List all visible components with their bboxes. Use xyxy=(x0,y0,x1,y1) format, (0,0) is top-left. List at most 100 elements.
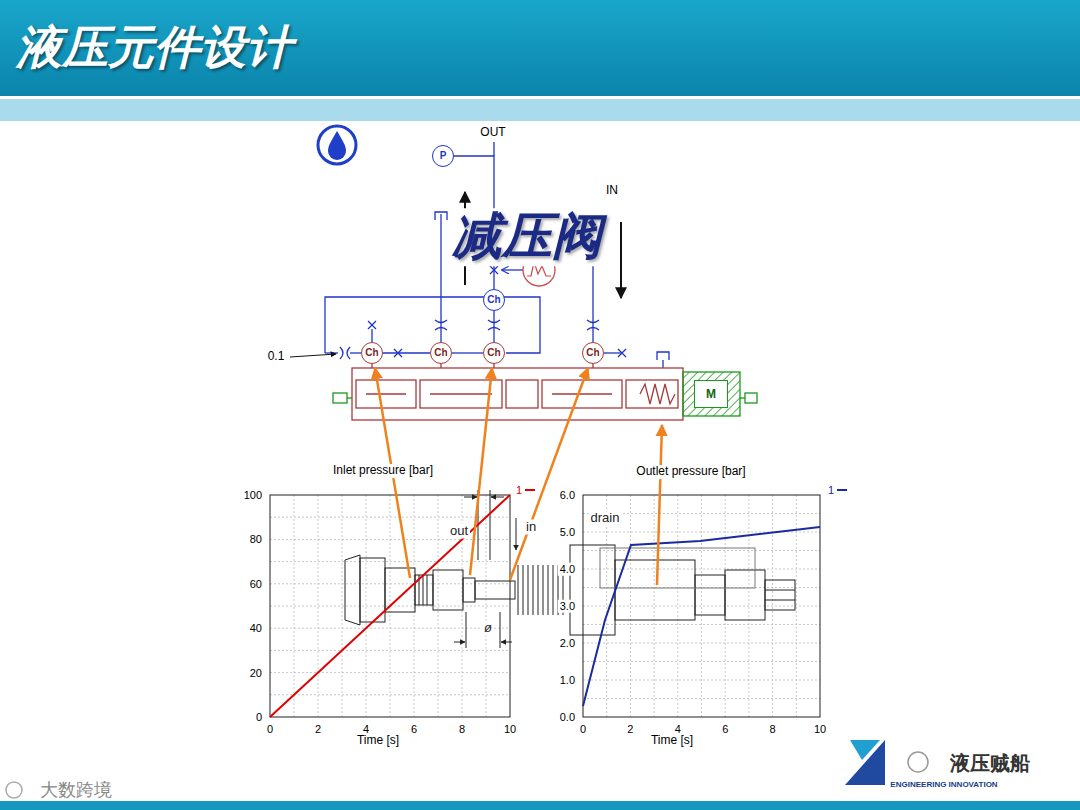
flow-arrow xyxy=(290,192,621,357)
hydraulic-wire xyxy=(657,352,669,368)
mass-block: M xyxy=(694,380,728,408)
slide-frame xyxy=(0,801,1080,810)
mass-element xyxy=(347,397,352,398)
valve-section xyxy=(464,497,477,498)
hydraulic-icon xyxy=(328,131,346,160)
dimension-label: ø xyxy=(482,621,494,636)
dimension-label: out xyxy=(448,524,470,539)
grid-line xyxy=(583,698,820,699)
valve-section xyxy=(454,642,465,643)
grid-line xyxy=(583,550,820,551)
axis-tick: 0 xyxy=(578,723,588,736)
axis-tick: 6 xyxy=(720,723,730,736)
spool-model xyxy=(506,380,538,408)
parameter-value: 0.1 xyxy=(266,350,287,364)
axis-tick: 8 xyxy=(457,723,467,736)
valve-section xyxy=(475,581,515,599)
valve-section xyxy=(765,590,795,600)
company-logo xyxy=(6,740,928,798)
chamber-symbol: Ch xyxy=(483,342,505,364)
company-logo xyxy=(850,740,880,760)
axis-tick: 0 xyxy=(254,711,264,724)
watermark: 液压贼船 xyxy=(948,752,1032,775)
valve-section xyxy=(360,558,385,622)
slide-title: 液压元件设计 xyxy=(16,22,292,73)
grid-line xyxy=(270,583,510,584)
hydraulic-line xyxy=(493,311,494,342)
slide-frame xyxy=(0,96,1080,99)
grid-line xyxy=(270,694,510,695)
company-logo xyxy=(6,782,22,798)
axis-tick: 60 xyxy=(248,577,264,590)
watermark: 大数跨境 xyxy=(38,780,114,801)
hydraulic-line xyxy=(383,352,430,353)
node-label: Ch xyxy=(487,348,500,358)
hydraulic-line xyxy=(452,352,483,353)
company-logo xyxy=(845,740,885,785)
grid-line xyxy=(270,517,510,518)
grid-line xyxy=(583,569,820,570)
valve-section xyxy=(466,612,500,648)
hydraulic-icon xyxy=(318,126,356,164)
axis-tick: 10 xyxy=(812,723,828,736)
grid-line xyxy=(270,628,510,629)
company-logo xyxy=(908,752,928,772)
legend-line xyxy=(837,489,847,491)
spool-model xyxy=(626,380,678,408)
mass-element xyxy=(745,393,757,403)
axis-title: Time [s] xyxy=(355,734,401,748)
axis-tick: 1.0 xyxy=(558,674,577,687)
legend-line xyxy=(834,482,848,498)
grid-line xyxy=(677,495,678,717)
grid-line xyxy=(270,650,510,651)
node-label: P xyxy=(440,151,447,161)
axis-title: Time [s] xyxy=(649,734,695,748)
node-label: M xyxy=(706,388,716,400)
chart-grid xyxy=(270,495,820,717)
hydraulic-wire xyxy=(435,212,447,220)
axis-tick: 8 xyxy=(768,723,778,736)
port-label: IN xyxy=(604,184,620,198)
axis-tick: 80 xyxy=(248,533,264,546)
hydraulic-wire xyxy=(435,320,447,330)
axis-tick: 6.0 xyxy=(558,489,577,502)
axis-tick: 5.0 xyxy=(558,526,577,539)
chart-axes xyxy=(583,495,820,717)
axis-tick: 10 xyxy=(502,723,518,736)
hydraulic-wire xyxy=(618,349,626,357)
legend-item: 1 xyxy=(514,482,538,498)
grid-line xyxy=(583,661,820,662)
valve-section xyxy=(491,497,504,498)
flow-arrow xyxy=(620,222,622,298)
grid-line xyxy=(270,561,510,562)
axis-tick: 0 xyxy=(265,723,275,736)
spool-model xyxy=(352,368,683,420)
grid-line xyxy=(654,495,655,717)
legend-label: 1 xyxy=(828,482,834,498)
chamber-symbol: Ch xyxy=(361,342,383,364)
axis-tick: 100 xyxy=(242,489,264,502)
valve-section xyxy=(478,490,490,560)
valve-section xyxy=(615,560,695,620)
mass-element xyxy=(683,372,740,416)
valve-section xyxy=(463,578,475,602)
valve-section xyxy=(695,575,725,615)
valve-section xyxy=(345,555,360,625)
hydraulic-wire xyxy=(340,347,350,359)
legend-label: 1 xyxy=(516,482,522,498)
slide-frame xyxy=(0,0,1080,96)
spool-model xyxy=(352,364,683,420)
axis-tick: 40 xyxy=(248,622,264,635)
axis-tick: 6 xyxy=(409,723,419,736)
flow-arrow xyxy=(290,354,336,357)
hydraulic-wire xyxy=(325,352,338,353)
hydraulic-wire xyxy=(371,329,372,342)
mass-element xyxy=(740,397,745,398)
chart-axes xyxy=(270,495,820,717)
chamber-symbol: Ch xyxy=(483,289,505,311)
hydraulic-wire xyxy=(368,321,376,329)
valve-section xyxy=(501,642,512,643)
